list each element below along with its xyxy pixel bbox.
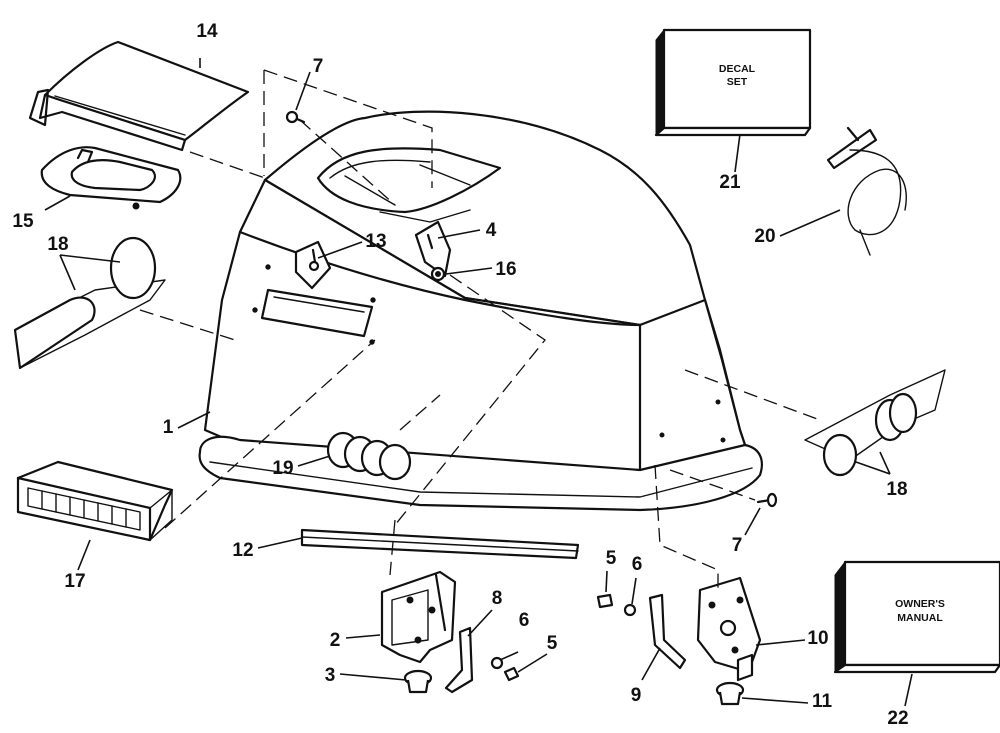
callout-18-right: 18 [886,479,907,500]
part-20-cable [826,126,907,256]
part-8-link [444,626,474,694]
callout-7-upper: 7 [313,56,324,77]
part-17-grille [16,460,174,542]
part-19-decal-set [326,431,412,481]
callout-15: 15 [12,211,34,232]
callout-3: 3 [325,665,336,686]
part-11-grommet [715,681,745,706]
callout-14: 14 [196,21,218,42]
part-14-cover-lid [28,40,250,152]
callout-19: 19 [272,458,293,479]
callout-labels: 1 2 3 4 5 5 6 6 7 7 8 9 10 11 12 13 14 1… [12,21,908,729]
callout-16: 16 [495,259,516,280]
part-3-grommet [403,669,433,694]
part-18-left-decals [13,236,166,370]
callout-12: 12 [232,540,253,561]
callout-17: 17 [64,571,85,592]
callout-10: 10 [807,628,828,649]
callout-13: 13 [365,231,386,252]
callout-18-left: 18 [47,234,68,255]
callout-6-lower: 6 [519,610,530,631]
part-18-right-decals [804,369,946,477]
decal-box-label-line1: DECAL [719,63,756,75]
callout-20: 20 [754,226,775,247]
part-21-decal-box: DECAL SET [654,28,812,137]
callout-5-lower: 5 [547,633,558,654]
part-10-latch-plate [696,576,762,682]
callout-22: 22 [887,708,908,729]
callout-21: 21 [719,172,741,193]
leader-lines [44,58,913,707]
callout-2: 2 [330,630,341,651]
decal-box-label-line2: SET [727,76,748,88]
callout-1: 1 [163,417,174,438]
callout-8: 8 [492,588,503,609]
callout-5-upper: 5 [606,548,617,569]
part-2-latch [380,570,457,664]
manual-box-label-line2: MANUAL [897,612,943,624]
callout-11: 11 [812,691,833,712]
callout-4: 4 [486,220,497,241]
manual-box-label-line1: OWNER'S [895,598,945,610]
motor-cover [198,110,763,512]
part-22-manual-box: OWNER'S MANUAL [833,560,1000,674]
part-7-screws [285,110,778,508]
assembly-dashed-lines [139,69,821,590]
part-15-seal [40,146,182,210]
callout-6-upper: 6 [632,554,643,575]
callout-9: 9 [631,685,642,706]
callout-7-lower: 7 [732,535,743,556]
part-9-link [648,593,687,670]
parts-13-4-16-brackets [294,220,452,290]
parts-5-6-hardware [490,593,637,682]
part-12-seal-strip [300,528,580,560]
